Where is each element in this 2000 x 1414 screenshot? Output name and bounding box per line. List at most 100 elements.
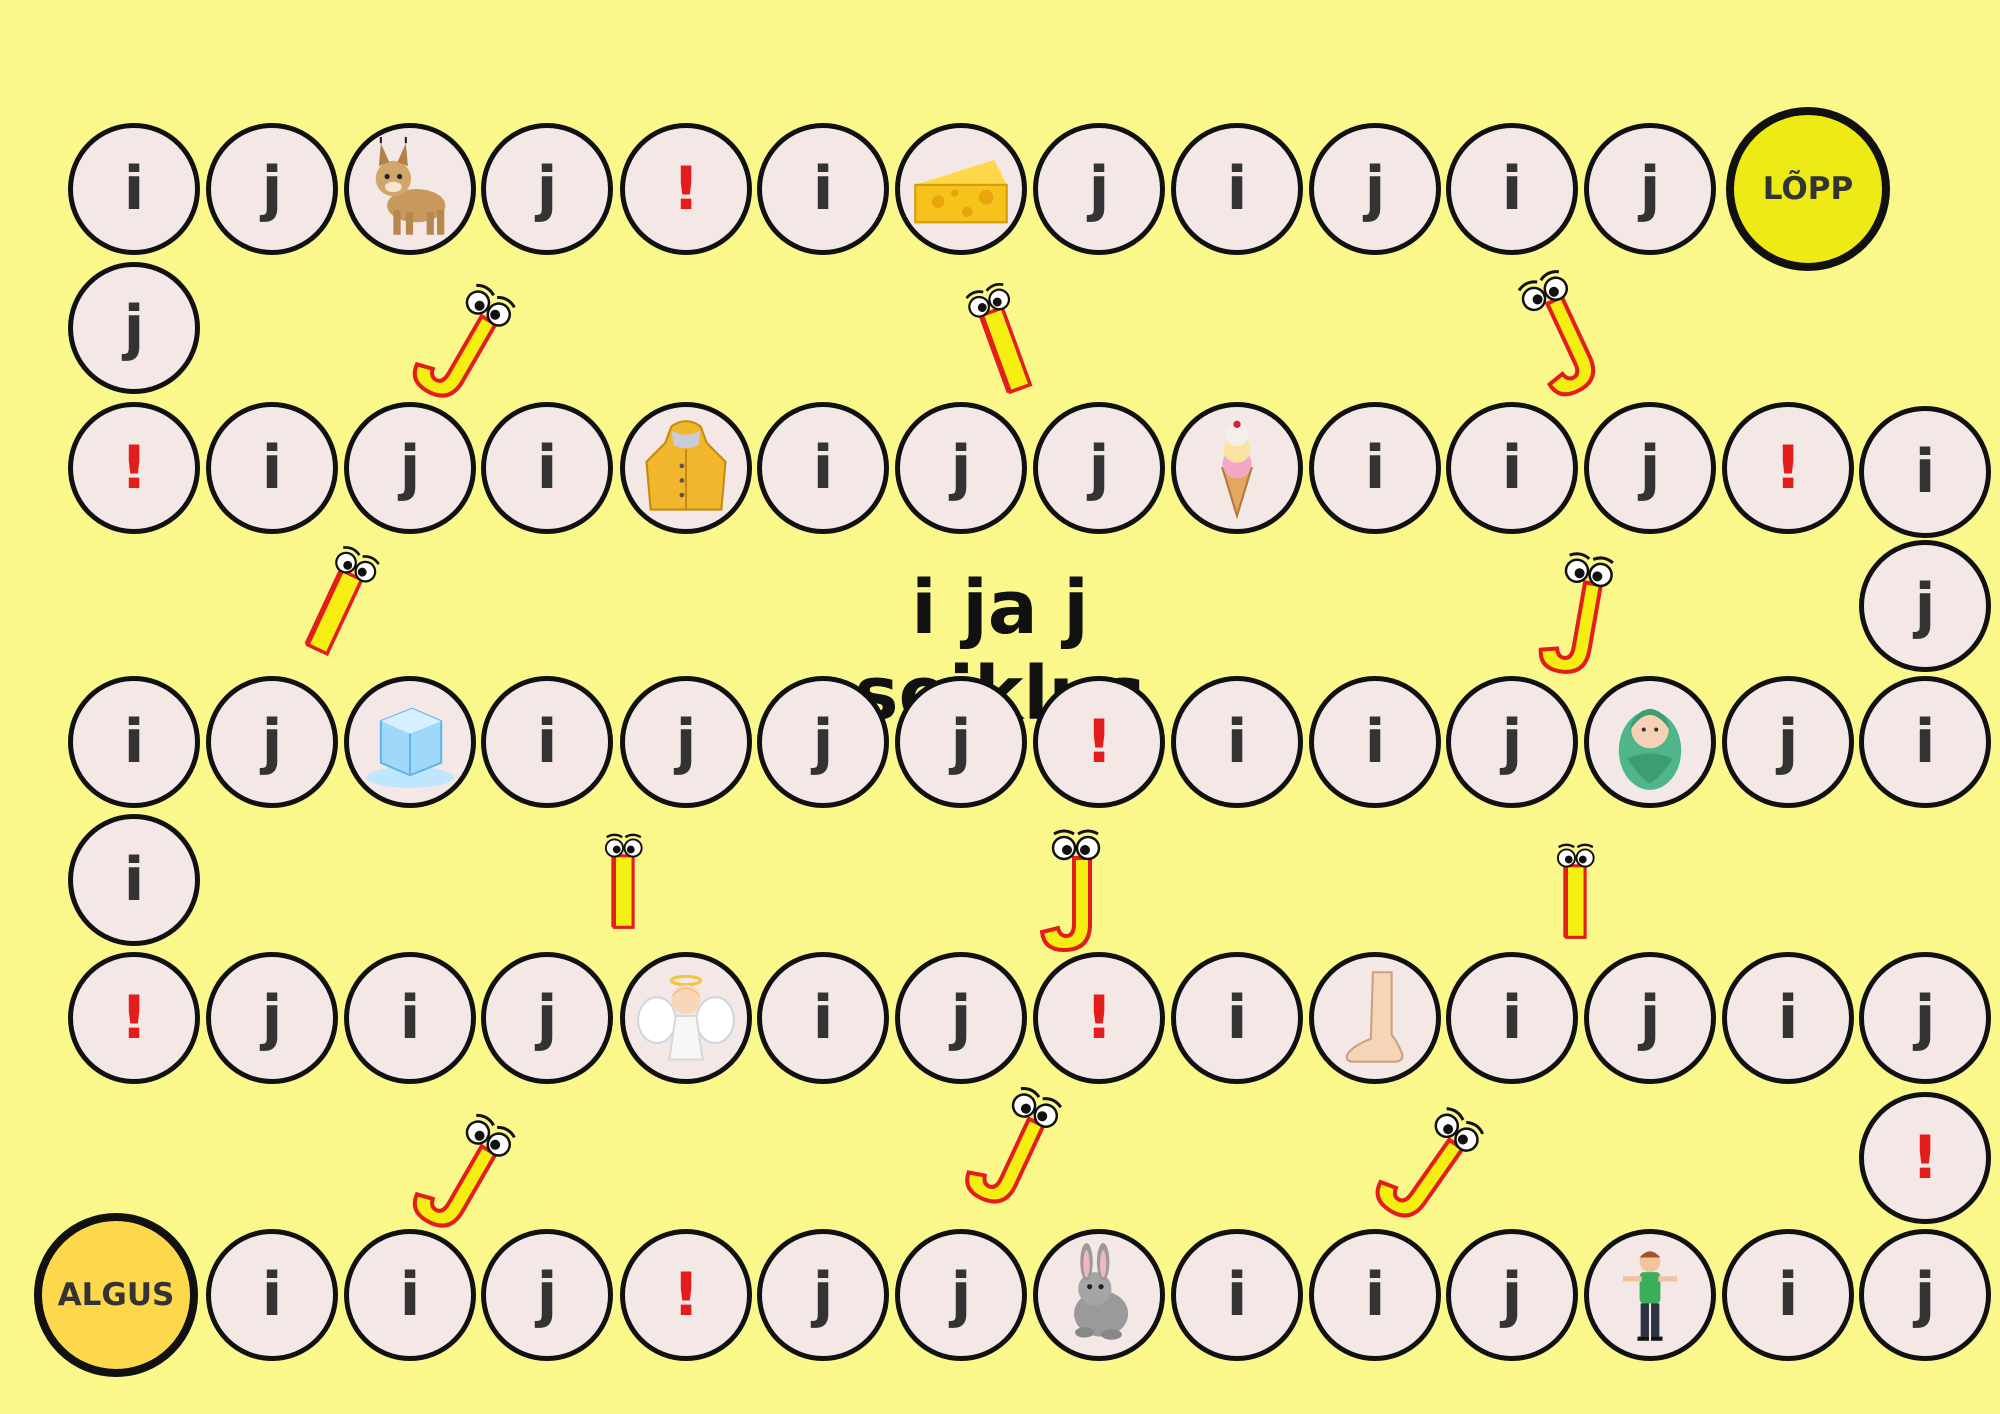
boy-icon: [1598, 1243, 1702, 1347]
picture-space[interactable]: [1309, 952, 1441, 1084]
letter-space[interactable]: i: [481, 676, 613, 808]
letter-space[interactable]: i: [206, 402, 338, 534]
letter-space[interactable]: j: [620, 676, 752, 808]
letter-space[interactable]: j: [1859, 952, 1991, 1084]
letter-space[interactable]: j: [757, 1229, 889, 1361]
letter-space[interactable]: i: [1171, 676, 1303, 808]
exclamation-space[interactable]: !: [1859, 1092, 1991, 1224]
picture-space[interactable]: [1033, 1229, 1165, 1361]
letter-space[interactable]: j: [895, 952, 1027, 1084]
picture-space[interactable]: [620, 952, 752, 1084]
letter-space[interactable]: j: [757, 676, 889, 808]
picture-space[interactable]: [1584, 676, 1716, 808]
letter-space[interactable]: i: [757, 402, 889, 534]
exclamation-space[interactable]: !: [1722, 402, 1854, 534]
space-letter: i: [536, 433, 558, 503]
letter-space[interactable]: j: [1033, 123, 1165, 255]
space-letter: i: [399, 983, 421, 1053]
exclamation-space[interactable]: !: [1033, 676, 1165, 808]
space-letter: j: [1914, 983, 1936, 1053]
letter-space[interactable]: j: [1584, 123, 1716, 255]
start-space[interactable]: ALGUS: [34, 1213, 198, 1377]
letter-space[interactable]: i: [1722, 952, 1854, 1084]
letter-space[interactable]: i: [1309, 676, 1441, 808]
exclamation-space[interactable]: !: [68, 402, 200, 534]
letter-space[interactable]: i: [1171, 952, 1303, 1084]
letter-space[interactable]: j: [344, 402, 476, 534]
letter-space[interactable]: j: [1859, 1229, 1991, 1361]
space-letter: j: [950, 983, 972, 1053]
space-letter: i: [123, 845, 145, 915]
picture-space[interactable]: [344, 676, 476, 808]
letter-space[interactable]: i: [1309, 1229, 1441, 1361]
letter-space[interactable]: j: [1309, 123, 1441, 255]
letter-space[interactable]: j: [206, 123, 338, 255]
i-mascot-icon: [1540, 828, 1610, 958]
letter-space[interactable]: i: [1859, 676, 1991, 808]
letter-space[interactable]: j: [1722, 676, 1854, 808]
letter-space[interactable]: i: [1446, 402, 1578, 534]
letter-space[interactable]: j: [895, 1229, 1027, 1361]
finish-space[interactable]: LÕPP: [1726, 107, 1890, 271]
letter-space[interactable]: j: [895, 402, 1027, 534]
letter-space[interactable]: i: [1446, 952, 1578, 1084]
letter-space[interactable]: i: [1859, 406, 1991, 538]
exclamation-space[interactable]: !: [68, 952, 200, 1084]
letter-space[interactable]: i: [206, 1229, 338, 1361]
space-letter: !: [1085, 983, 1113, 1053]
i-mascot-icon: [274, 527, 401, 679]
space-letter: !: [1774, 433, 1802, 503]
space-letter: i: [261, 1260, 283, 1330]
space-letter: j: [1914, 1260, 1936, 1330]
letter-space[interactable]: i: [1309, 402, 1441, 534]
exclamation-space[interactable]: !: [620, 1229, 752, 1361]
letter-space[interactable]: i: [1722, 1229, 1854, 1361]
picture-space[interactable]: [344, 123, 476, 255]
letter-space[interactable]: j: [68, 262, 200, 394]
space-letter: i: [812, 154, 834, 224]
letter-space[interactable]: j: [481, 1229, 613, 1361]
letter-space[interactable]: j: [895, 676, 1027, 808]
letter-space[interactable]: i: [1171, 1229, 1303, 1361]
letter-space[interactable]: j: [206, 952, 338, 1084]
letter-space[interactable]: i: [344, 1229, 476, 1361]
letter-space[interactable]: i: [68, 123, 200, 255]
letter-space[interactable]: i: [757, 123, 889, 255]
exclamation-space[interactable]: !: [1033, 952, 1165, 1084]
space-letter: i: [1501, 154, 1523, 224]
letter-space[interactable]: i: [1446, 123, 1578, 255]
space-letter: j: [675, 707, 697, 777]
letter-space[interactable]: i: [68, 676, 200, 808]
picture-space[interactable]: [620, 402, 752, 534]
picture-space[interactable]: [1584, 1229, 1716, 1361]
space-letter: j: [950, 707, 972, 777]
space-letter: i: [1914, 707, 1936, 777]
j-mascot-icon: [1030, 828, 1120, 958]
space-letter: i: [1914, 437, 1936, 507]
picture-space[interactable]: [1171, 402, 1303, 534]
space-letter: i: [1364, 433, 1386, 503]
letter-space[interactable]: j: [1584, 952, 1716, 1084]
letter-space[interactable]: i: [1171, 123, 1303, 255]
letter-space[interactable]: j: [1859, 540, 1991, 672]
ice-cream-icon: [1185, 416, 1289, 520]
picture-space[interactable]: [895, 123, 1027, 255]
letter-space[interactable]: i: [757, 952, 889, 1084]
letter-space[interactable]: j: [1584, 402, 1716, 534]
letter-space[interactable]: i: [344, 952, 476, 1084]
space-letter: !: [672, 1260, 700, 1330]
exclamation-space[interactable]: !: [620, 123, 752, 255]
letter-space[interactable]: j: [481, 123, 613, 255]
space-letter: j: [536, 983, 558, 1053]
letter-space[interactable]: i: [481, 402, 613, 534]
angel-icon: [634, 966, 738, 1070]
letter-space[interactable]: j: [1446, 676, 1578, 808]
space-letter: j: [261, 983, 283, 1053]
letter-space[interactable]: i: [68, 814, 200, 946]
space-letter: i: [1501, 983, 1523, 1053]
letter-space[interactable]: j: [206, 676, 338, 808]
space-letter: j: [812, 1260, 834, 1330]
letter-space[interactable]: j: [1033, 402, 1165, 534]
letter-space[interactable]: j: [1446, 1229, 1578, 1361]
letter-space[interactable]: j: [481, 952, 613, 1084]
